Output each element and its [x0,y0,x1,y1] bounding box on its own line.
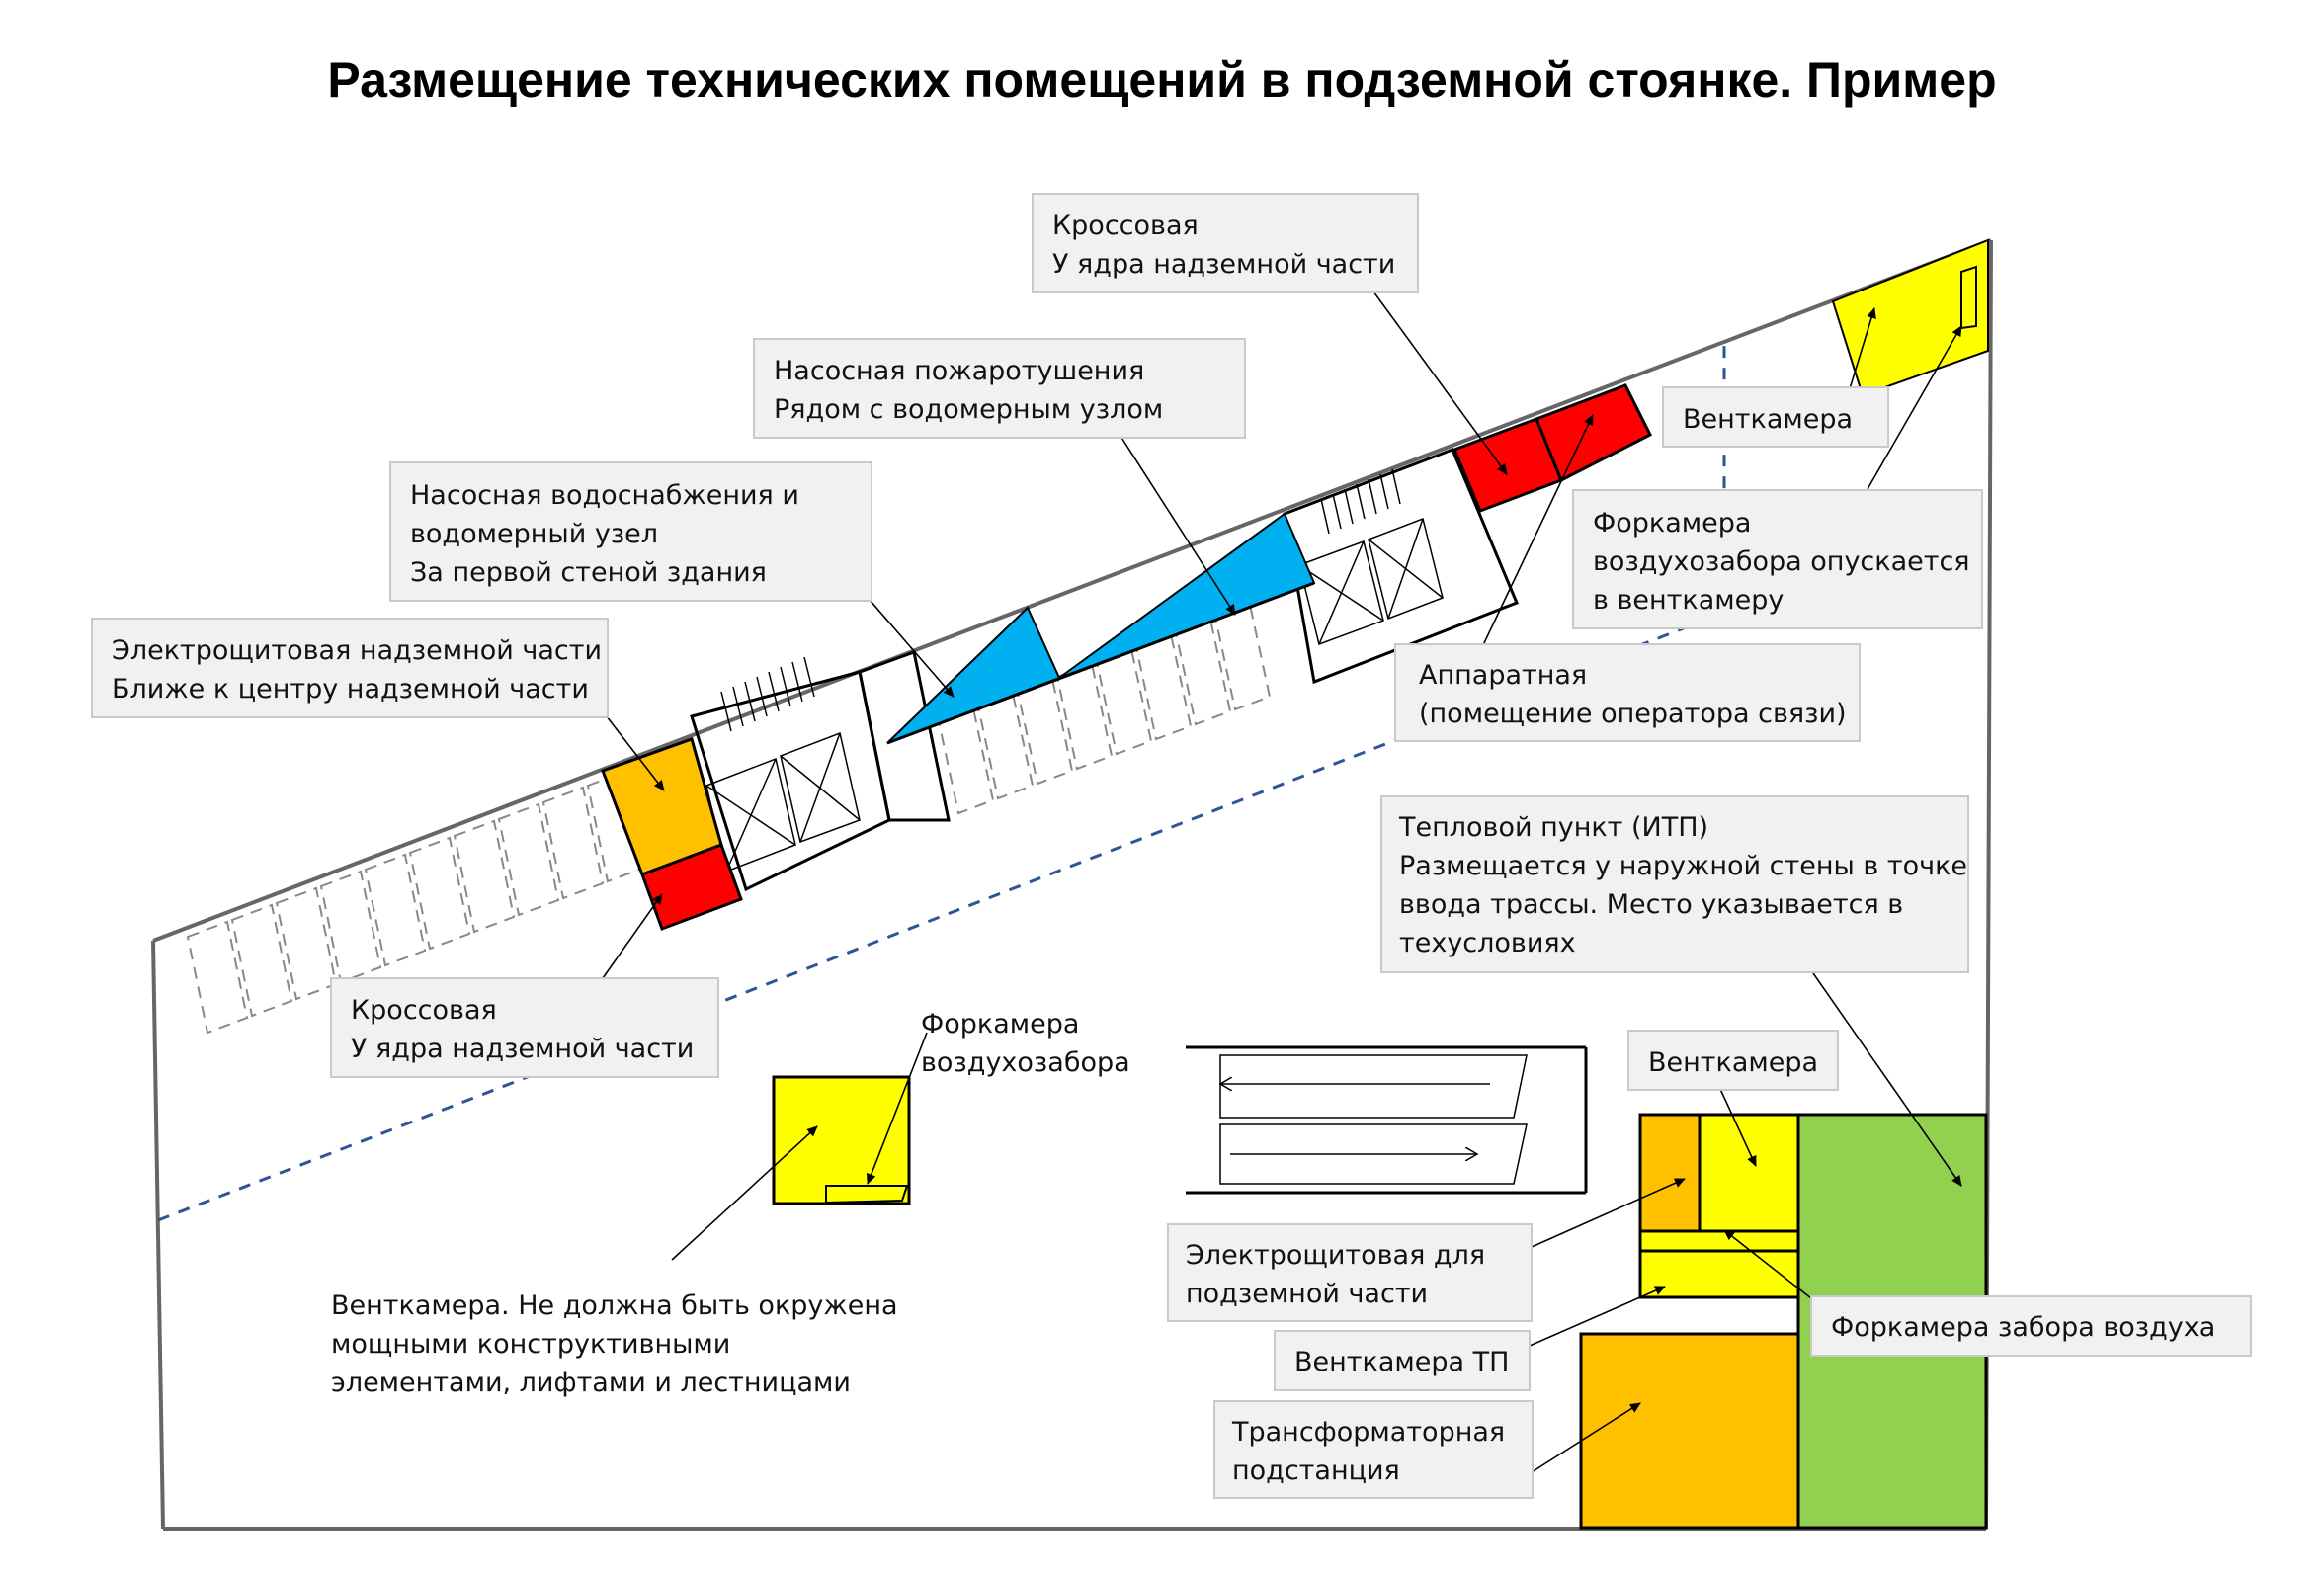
callout-krossovaya-bottom: Кроссовая У ядра надземной части [330,977,719,1078]
parking-spots-middle [937,603,1272,815]
callout-text: ввода трассы. Место указывается в [1399,889,1903,920]
parking-spot [453,819,516,934]
leader-lines [602,291,1962,1473]
callout-text: Венткамера. Не должна быть окружена [331,1290,898,1321]
callout-ventkamera-br: Венткамера [1627,1030,1839,1091]
callout-text: воздухозабора [921,1047,1130,1078]
parking-spot [319,870,382,984]
callout-transformatornaya: Трансформаторная подстанция [1213,1400,1534,1499]
callout-text: У ядра надземной части [1052,249,1395,280]
parking-spot [541,786,605,900]
left-wall [151,940,165,1530]
parking-spot [408,836,471,951]
callout-ventkamera-top: Венткамера [1662,386,1889,448]
parking-spot [275,886,338,1001]
parking-spot [937,706,995,815]
room-ventkamera-mid [772,1075,911,1205]
callout-text: Венткамера [1648,1047,1818,1078]
room-electrical-underground [1638,1113,1702,1233]
callout-text: Кроссовая [351,995,497,1026]
diagonal-inner-wall [886,581,1315,745]
parking-spot [976,692,1035,800]
building-core-right [1283,448,1519,685]
parking-spot [364,853,427,967]
callout-text: подстанция [1232,1455,1400,1486]
room-krossovaya-top-2 [1535,383,1653,483]
room-ventkamera-top [1831,238,1989,397]
parking-spot [1174,618,1232,726]
callout-text: Трансформаторная [1231,1417,1505,1448]
callout-text: Венткамера [1683,404,1853,435]
callout-forkamera-top: Форкамера воздухозабора опускается в вен… [1572,489,1983,629]
room-transformer [1579,1332,1800,1530]
callout-apparatnaya: Аппаратная (помещение оператора связи) [1394,643,1861,742]
building-core-left [690,649,951,892]
room-krossovaya-bottom [640,843,743,931]
callout-text: Ближе к центру надземной части [112,674,589,705]
ramp [1186,1045,1588,1195]
callout-text: Электрощитовая для [1186,1240,1485,1271]
callout-text: Насосная пожаротушения [774,356,1144,386]
callout-text: За первой стеной здания [410,557,767,588]
callout-text: Насосная водоснабжения и [410,480,799,511]
callout-text: Кроссовая [1052,210,1199,241]
callout-text: У ядра надземной части [351,1034,694,1064]
stairs-left [720,656,815,732]
callout-text: Размещается у наружной стены в точке [1399,851,1967,881]
callout-text: Тепловой пункт (ИТП) [1398,812,1708,843]
callout-elektroshchitovaya-podzemnoy: Электрощитовая для подземной части [1167,1223,1533,1322]
label-ventkamera-mid: Венткамера. Не должна быть окружена мощн… [331,1290,898,1398]
callout-forkamera-zabora: Форкамера забора воздуха [1810,1295,2252,1357]
room-forkamera-mid [825,1185,909,1205]
callout-text: Электрощитовая надземной части [112,635,602,666]
callout-text: Форкамера [1593,508,1751,539]
callout-text: Форкамера забора воздуха [1831,1312,2215,1343]
room-ventkamera-tp [1638,1249,1800,1299]
parking-spot [1134,632,1193,741]
callout-krossovaya-top: Кроссовая У ядра надземной части [1032,193,1419,293]
stairs-right [1320,468,1401,535]
room-forkamera-zabora [1638,1229,1800,1253]
parking-spot [230,903,293,1018]
label-forkamera-mid: Форкамера воздухозабора [921,1009,1130,1078]
parking-spot [1095,647,1153,756]
parking-spot [1213,603,1272,711]
parking-spot [497,802,560,917]
parking-spot [186,920,249,1035]
callout-text: подземной части [1186,1279,1428,1309]
room-forkamera-top [1960,265,1977,330]
parking-spot [1016,677,1074,786]
callout-nasosnaya-vodosnabzheniya: Насосная водоснабжения и водомерный узел… [389,461,872,602]
callout-text: Аппаратная [1419,660,1587,691]
room-ventkamera-br [1698,1113,1800,1233]
callout-elektroshchitovaya-nadzemnoy: Электрощитовая надземной части Ближе к ц… [91,618,609,718]
callout-text: мощными конструктивными [331,1329,730,1360]
callout-text: в венткамеру [1593,585,1784,616]
technical-block-bottom-right [1579,1113,1988,1530]
callout-text: Форкамера [921,1009,1079,1039]
callout-text: техусловиях [1399,928,1576,958]
callout-text: Венткамера ТП [1294,1347,1509,1377]
callout-text: элементами, лифтами и лестницами [331,1368,851,1398]
callout-text: воздухозабора опускается [1593,546,1970,577]
callout-ventkamera-tp: Венткамера ТП [1274,1330,1531,1391]
callout-text: (помещение оператора связи) [1419,699,1847,729]
callout-nasosnaya-pozharotusheniya: Насосная пожаротушения Рядом с водомерны… [753,338,1246,439]
diagram-title: Размещение технических помещений в подзе… [327,52,1997,108]
parking-spot [1055,662,1114,771]
callout-text: Рядом с водомерным узлом [774,394,1163,425]
diagonal-outer-wall [152,238,1992,943]
callout-text: водомерный узел [410,519,658,549]
callout-itp: Тепловой пункт (ИТП) Размещается у наруж… [1380,795,1969,973]
